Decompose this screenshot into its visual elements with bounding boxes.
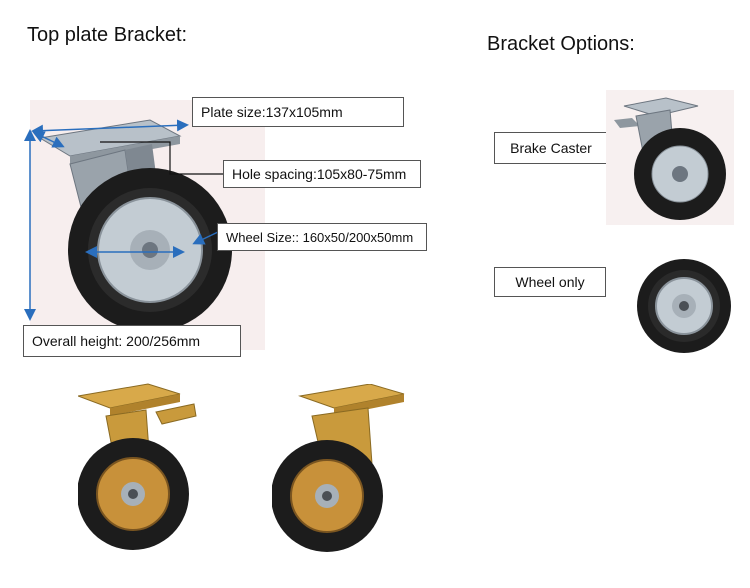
gold-brake-caster-image — [78, 382, 203, 562]
option-wheel-only[interactable]: Wheel only — [494, 267, 606, 297]
heading-bracket-options: Bracket Options: — [487, 33, 635, 55]
option-brake-caster[interactable]: Brake Caster — [494, 132, 608, 164]
brake-caster-icon — [606, 90, 734, 225]
hole-spacing-label: Hole spacing:105x80-75mm — [223, 160, 421, 188]
gold-swivel-caster-image — [272, 384, 407, 564]
heading-top-plate-bracket: Top plate Bracket: — [27, 24, 188, 46]
overall-height-label: Overall height: 200/256mm — [23, 325, 241, 357]
wheel-size-label: Wheel Size:: 160x50/200x50mm — [217, 223, 427, 251]
wheel-icon — [634, 256, 734, 356]
plate-size-label: Plate size:137x105mm — [192, 97, 404, 127]
